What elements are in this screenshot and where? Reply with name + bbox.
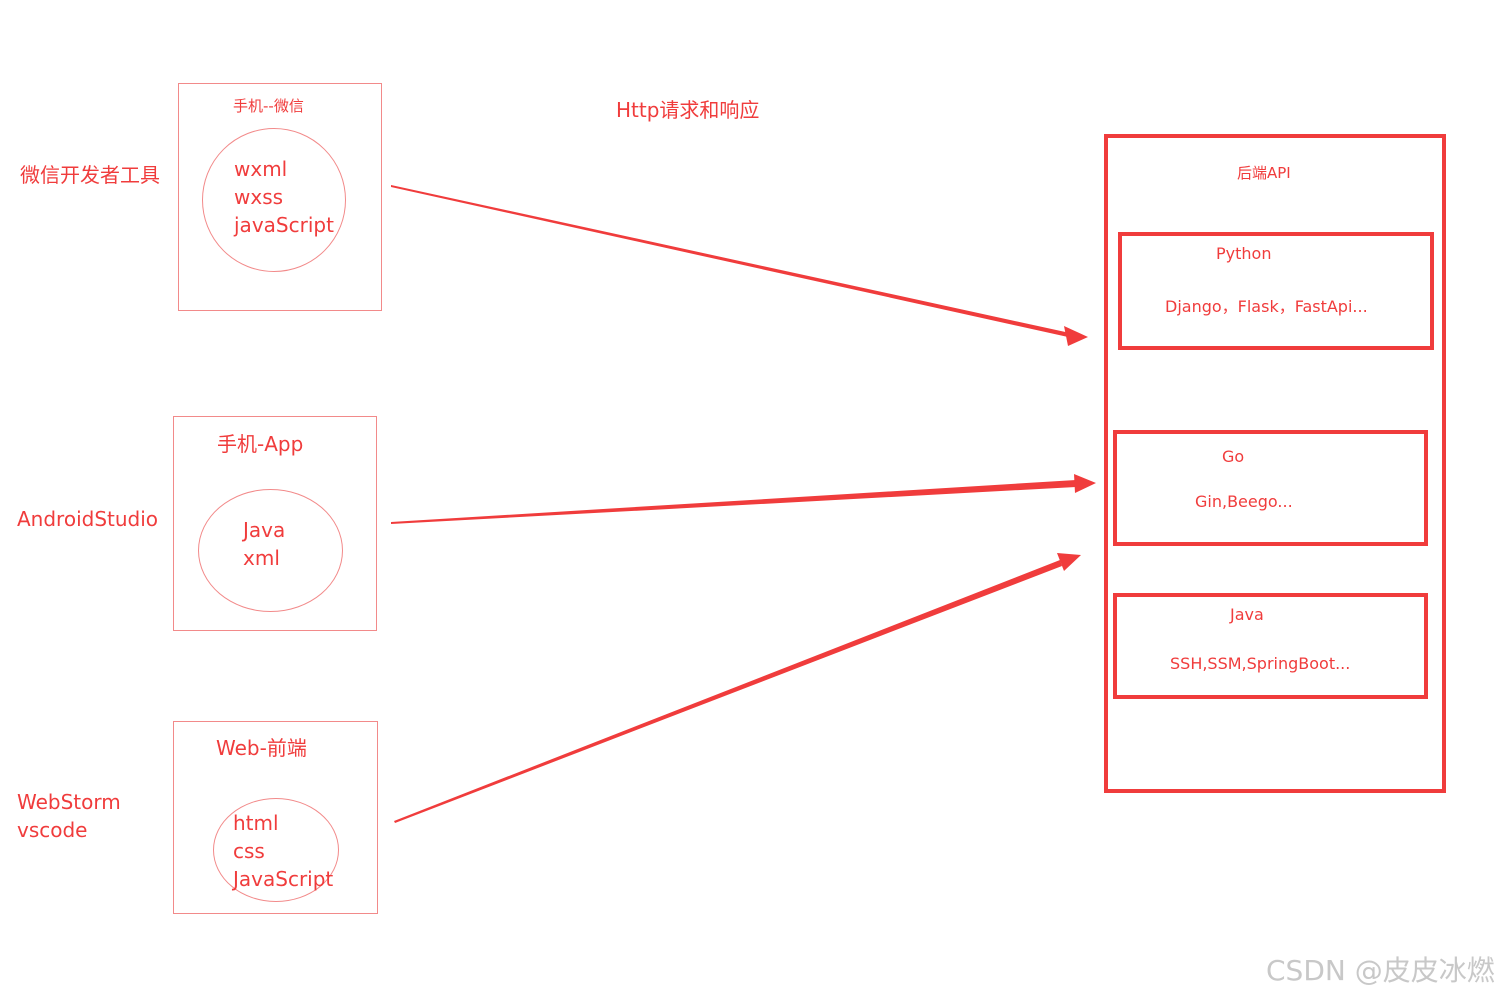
tool-label-app: AndroidStudio	[17, 505, 158, 533]
tech-list-web: html css JavaScript	[233, 809, 333, 893]
tool-line: vscode	[17, 818, 88, 842]
client-box-wechat	[178, 83, 382, 311]
lang-frameworks-go: Gin,Beego...	[1195, 492, 1293, 511]
tech-list-app: Java xml	[243, 516, 285, 572]
lang-name-python: Python	[1216, 244, 1272, 263]
tech-item: wxml	[234, 157, 288, 181]
tech-list-wechat: wxml wxss javaScript	[234, 155, 334, 239]
arrow-web	[394, 553, 1081, 823]
tool-label-wechat: 微信开发者工具	[20, 161, 160, 189]
tech-item: javaScript	[234, 213, 334, 237]
tool-line: 微信开发者工具	[20, 163, 160, 187]
tech-ellipse-wechat	[202, 128, 346, 272]
http-label: Http请求和响应	[616, 98, 760, 122]
arrow-wechat	[391, 185, 1088, 346]
lang-frameworks-python: Django，Flask，FastApi...	[1165, 297, 1368, 316]
lang-frameworks-java: SSH,SSM,SpringBoot...	[1170, 654, 1351, 673]
tech-item: wxss	[234, 185, 284, 209]
tech-item: xml	[243, 546, 280, 570]
lang-box-python	[1118, 232, 1434, 350]
tool-line: AndroidStudio	[17, 507, 159, 531]
tech-item: JavaScript	[233, 867, 334, 891]
lang-box-java	[1113, 593, 1428, 699]
client-title-wechat: 手机--微信	[233, 97, 304, 115]
client-title-app: 手机-App	[217, 432, 304, 456]
lang-name-java: Java	[1230, 605, 1264, 624]
backend-title: 后端API	[1237, 164, 1291, 182]
client-title-web: Web-前端	[216, 736, 307, 760]
client-box-web	[173, 721, 378, 914]
backend-box	[1104, 134, 1446, 793]
tech-item: Java	[243, 518, 286, 542]
tech-ellipse-app	[198, 489, 343, 612]
tech-ellipse-web	[213, 798, 339, 902]
lang-name-go: Go	[1222, 447, 1245, 466]
watermark: CSDN @皮皮冰燃	[1266, 954, 1495, 987]
lang-box-go	[1113, 430, 1428, 546]
arrow-app	[391, 474, 1096, 524]
tool-line: WebStorm	[17, 790, 121, 814]
tool-label-web: WebStorm vscode	[17, 788, 121, 844]
tech-item: css	[233, 839, 265, 863]
tech-item: html	[233, 811, 279, 835]
client-box-app	[173, 416, 377, 631]
